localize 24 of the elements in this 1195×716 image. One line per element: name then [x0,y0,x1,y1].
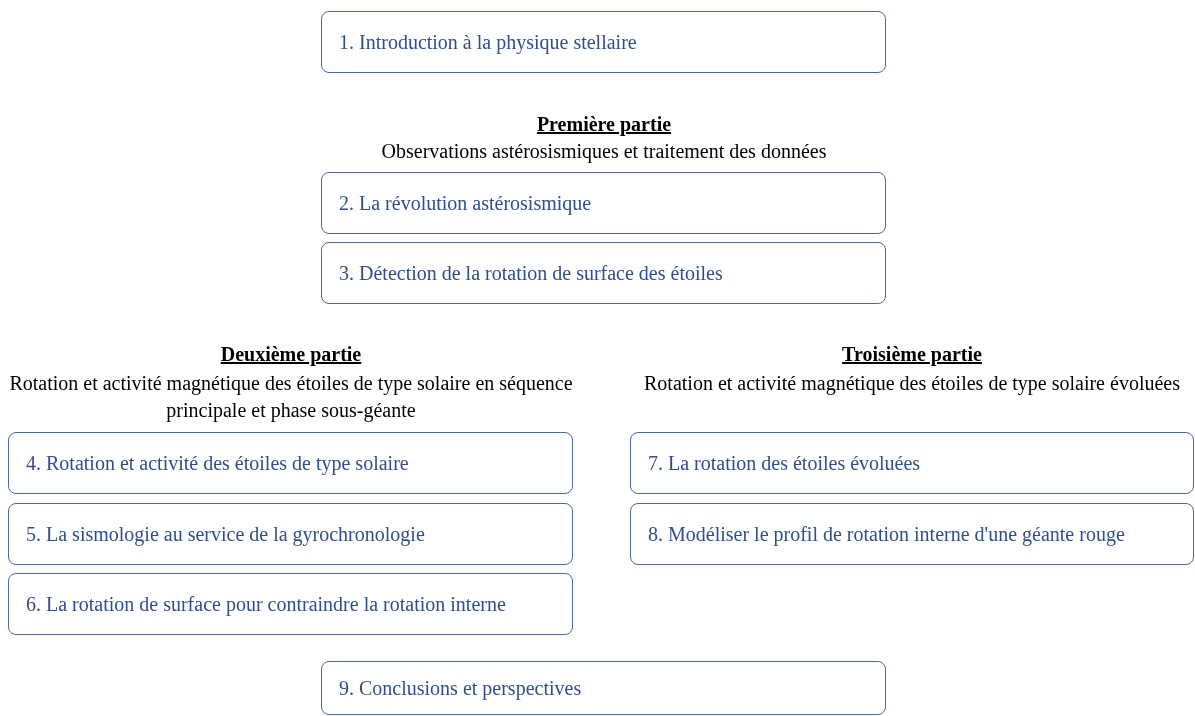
chapter-box [321,172,886,234]
chapter-box [8,432,573,494]
chapter-box [321,242,886,304]
chapter-title: 1. Introduction à la physique stellaire [338,30,638,54]
chapter-title: 4. Rotation et activité des étoiles de type solaire [25,451,410,475]
chapter-box [321,661,886,715]
chapter-title: 7. La rotation des étoiles évoluées [647,451,922,475]
chapter-box [630,432,1194,494]
chapter-box [630,503,1194,565]
chapter-title: 6. La rotation de surface pour contraindre la rotation interne [25,592,507,616]
part-heading: Deuxième partie [219,342,363,368]
part-subtitle: Rotation et activité magnétique des étoiles de type solaire évoluées [643,371,1181,397]
chapter-box [321,11,886,73]
part-subtitle: Observations astérosismiques et traitement des données [380,139,828,165]
part-heading: Troisième partie [841,342,983,368]
part-heading: Première partie [535,112,673,138]
part-subtitle: Rotation et activité magnétique des étoiles de type solaire en séquence principale et phase sous-géante [8,371,574,424]
chapter-title: 5. La sismologie au service de la gyrochronologie [25,522,426,546]
chapter-title: 8. Modéliser le profil de rotation interne d'une géante rouge [647,522,1126,546]
chapter-title: 9. Conclusions et perspectives [338,676,583,700]
chapter-title: 2. La révolution astérosismique [338,191,593,215]
chapter-title: 3. Détection de la rotation de surface des étoiles [338,261,724,285]
chapter-box [8,573,573,635]
chapter-box [8,503,573,565]
